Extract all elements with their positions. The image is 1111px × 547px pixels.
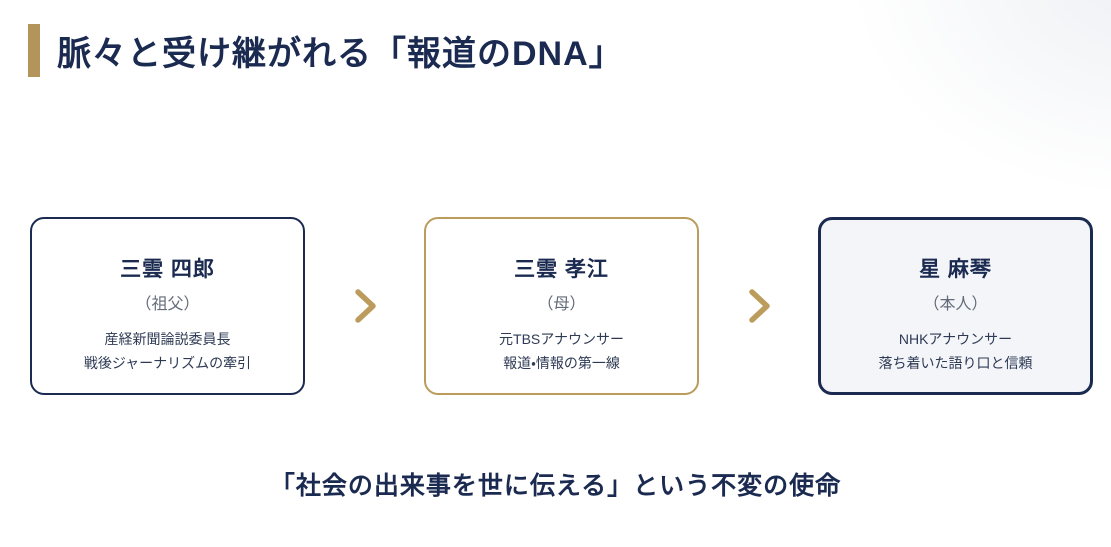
person-description-line1: 産経新聞論説委員長 <box>104 331 231 348</box>
chevron-right-icon <box>748 289 770 323</box>
person-description: 元TBSアナウンサー 報道・情報の第一線 <box>499 328 624 374</box>
page-title: 脈々と受け継がれる「報道のDNA」 <box>57 35 624 73</box>
person-name: 三雲 孝江 <box>514 258 609 282</box>
person-relation: （祖父） <box>135 296 200 314</box>
person-relation: （本人） <box>923 296 988 314</box>
arrow-cell <box>305 217 424 395</box>
arrow-cell <box>699 217 818 395</box>
person-name: 三雲 四郎 <box>120 258 215 282</box>
person-relation: （母） <box>537 296 586 314</box>
person-description-line1: NHKアナウンサー <box>898 331 1013 348</box>
person-name: 星 麻琴 <box>919 258 992 282</box>
lineage-cards-row: 三雲 四郎 （祖父） 産経新聞論説委員長 戦後ジャーナリズムの牽引 三雲 孝江 … <box>30 217 1093 395</box>
person-description: 産経新聞論説委員長 戦後ジャーナリズムの牽引 <box>84 328 251 374</box>
person-card-grandfather: 三雲 四郎 （祖父） 産経新聞論説委員長 戦後ジャーナリズムの牽引 <box>30 217 305 395</box>
person-description-line1: 元TBSアナウンサー <box>499 331 624 348</box>
chevron-right-icon <box>354 289 376 323</box>
person-card-self: 星 麻琴 （本人） NHKアナウンサー 落ち着いた語り口と信頼 <box>818 217 1093 395</box>
person-description-line2: 報道・情報の第一線 <box>503 354 620 371</box>
person-description-line2: 戦後ジャーナリズムの牽引 <box>83 354 252 371</box>
person-card-mother: 三雲 孝江 （母） 元TBSアナウンサー 報道・情報の第一線 <box>424 217 699 395</box>
section-header: 脈々と受け継がれる「報道のDNA」 <box>28 24 624 77</box>
person-description: NHKアナウンサー 落ち着いた語り口と信頼 <box>879 328 1033 374</box>
mission-statement: 「社会の出来事を世に伝える」という不変の使命 <box>269 472 842 500</box>
gold-accent-bar <box>28 24 40 77</box>
person-description-line2: 落ち着いた語り口と信頼 <box>878 354 1033 371</box>
